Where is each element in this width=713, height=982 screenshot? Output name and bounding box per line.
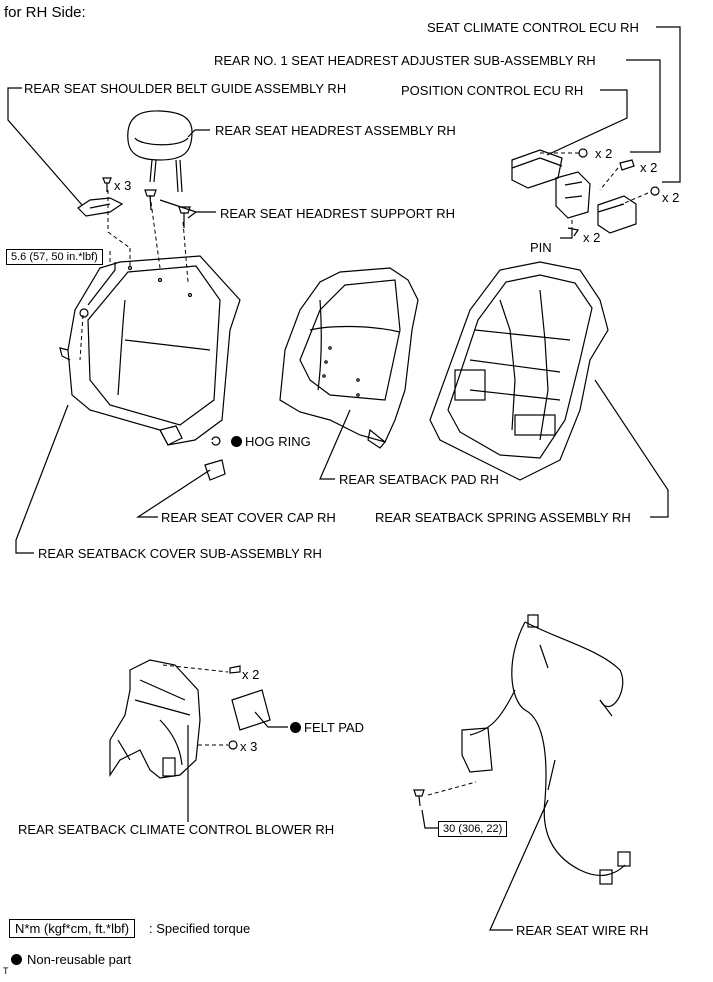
qty-ecu-nut: x 2 xyxy=(595,146,613,161)
label-headrest-adjuster: REAR NO. 1 SEAT HEADREST ADJUSTER SUB-AS… xyxy=(214,53,596,68)
diagram-title: for RH Side: xyxy=(4,4,86,21)
qty-blower-nut: x 3 xyxy=(240,739,258,754)
label-pin: PIN xyxy=(530,240,552,255)
blower-nut-drawing xyxy=(228,740,238,750)
cover-nut-drawing xyxy=(79,308,89,318)
wire-bolt-drawing xyxy=(413,789,425,807)
seatback-cover-drawing xyxy=(59,255,241,446)
leader-headrest-assembly xyxy=(187,129,210,138)
leader-cover-cap xyxy=(135,469,211,518)
torque-seatback-nut: 5.6 (57, 50 in.*lbf) xyxy=(6,249,103,265)
leader-seatback-pad xyxy=(319,409,351,480)
label-cover-cap: REAR SEAT COVER CAP RH xyxy=(161,510,336,525)
adjuster-screw-drawing xyxy=(619,159,635,171)
felt-pad-nonreusable-icon xyxy=(290,722,301,733)
label-spring-assembly: REAR SEATBACK SPRING ASSEMBLY RH xyxy=(375,510,631,525)
label-seat-wire: REAR SEAT WIRE RH xyxy=(516,923,649,938)
label-seatback-pad: REAR SEATBACK PAD RH xyxy=(339,472,499,487)
blower-drawing xyxy=(109,659,201,779)
leader-headrest-adjuster xyxy=(626,59,661,153)
label-position-ecu: POSITION CONTROL ECU RH xyxy=(401,83,584,98)
leader-felt-pad xyxy=(254,711,288,728)
qty-blower-screw: x 2 xyxy=(242,667,260,682)
climate-nut-drawing xyxy=(650,186,660,196)
legend-torque-box: N*m (kgf*cm, ft.*lbf) xyxy=(9,919,136,938)
corner-mark: T xyxy=(3,966,9,976)
leader-torque-56 xyxy=(87,262,116,306)
torque-wire-bolt: 30 (306, 22) xyxy=(438,821,508,837)
label-blower: REAR SEATBACK CLIMATE CONTROL BLOWER RH xyxy=(18,822,335,837)
label-headrest-support: REAR SEAT HEADREST SUPPORT RH xyxy=(220,206,456,221)
pin-drawing xyxy=(567,227,579,237)
seatback-pad-drawing xyxy=(279,267,419,449)
headrest-supports xyxy=(144,189,191,228)
leader-seat-climate-ecu xyxy=(656,26,681,183)
leader-torque-30 xyxy=(421,809,438,829)
leader-position-ecu xyxy=(546,89,628,156)
headrest-drawing xyxy=(127,110,193,193)
leader-seatback-cover xyxy=(15,404,69,554)
headrest-adjuster-drawing xyxy=(555,171,591,219)
qty-guide-bolt: x 3 xyxy=(114,178,132,193)
felt-pad-drawing xyxy=(231,689,271,731)
label-hog-ring: HOG RING xyxy=(245,434,311,449)
qty-pin: x 2 xyxy=(583,230,601,245)
leader-pin xyxy=(560,230,573,239)
label-seat-climate-ecu: SEAT CLIMATE CONTROL ECU RH xyxy=(427,20,639,35)
qty-adjuster-screw: x 2 xyxy=(640,160,658,175)
blower-screw-drawing xyxy=(229,665,241,674)
cover-cap-drawing xyxy=(204,459,226,481)
hog-ring-drawing xyxy=(211,436,221,446)
ecu-nut-drawing xyxy=(578,148,588,158)
legend-nonreusable-icon xyxy=(11,954,22,965)
label-felt-pad: FELT PAD xyxy=(304,720,364,735)
legend-nonreusable-text: Non-reusable part xyxy=(27,952,132,967)
seat-climate-ecu-drawing xyxy=(597,195,637,234)
leader-seat-wire xyxy=(489,799,549,931)
qty-climate-nut: x 2 xyxy=(662,190,680,205)
leader-headrest-support xyxy=(159,199,216,213)
legend-torque-text: : Specified torque xyxy=(149,921,251,936)
position-ecu-drawing xyxy=(511,149,563,189)
label-headrest-assembly: REAR SEAT HEADREST ASSEMBLY RH xyxy=(215,123,456,138)
label-shoulder-belt-guide: REAR SEAT SHOULDER BELT GUIDE ASSEMBLY R… xyxy=(24,81,347,96)
shoulder-belt-guide-drawing xyxy=(77,177,124,217)
leader-shoulder-belt-guide xyxy=(7,87,83,206)
seat-wire-drawing xyxy=(461,614,631,885)
hog-ring-nonreusable-icon xyxy=(231,436,242,447)
leader-spring-assembly xyxy=(594,379,669,518)
spring-assembly-drawing xyxy=(429,261,609,481)
label-seatback-cover: REAR SEATBACK COVER SUB-ASSEMBLY RH xyxy=(38,546,322,561)
